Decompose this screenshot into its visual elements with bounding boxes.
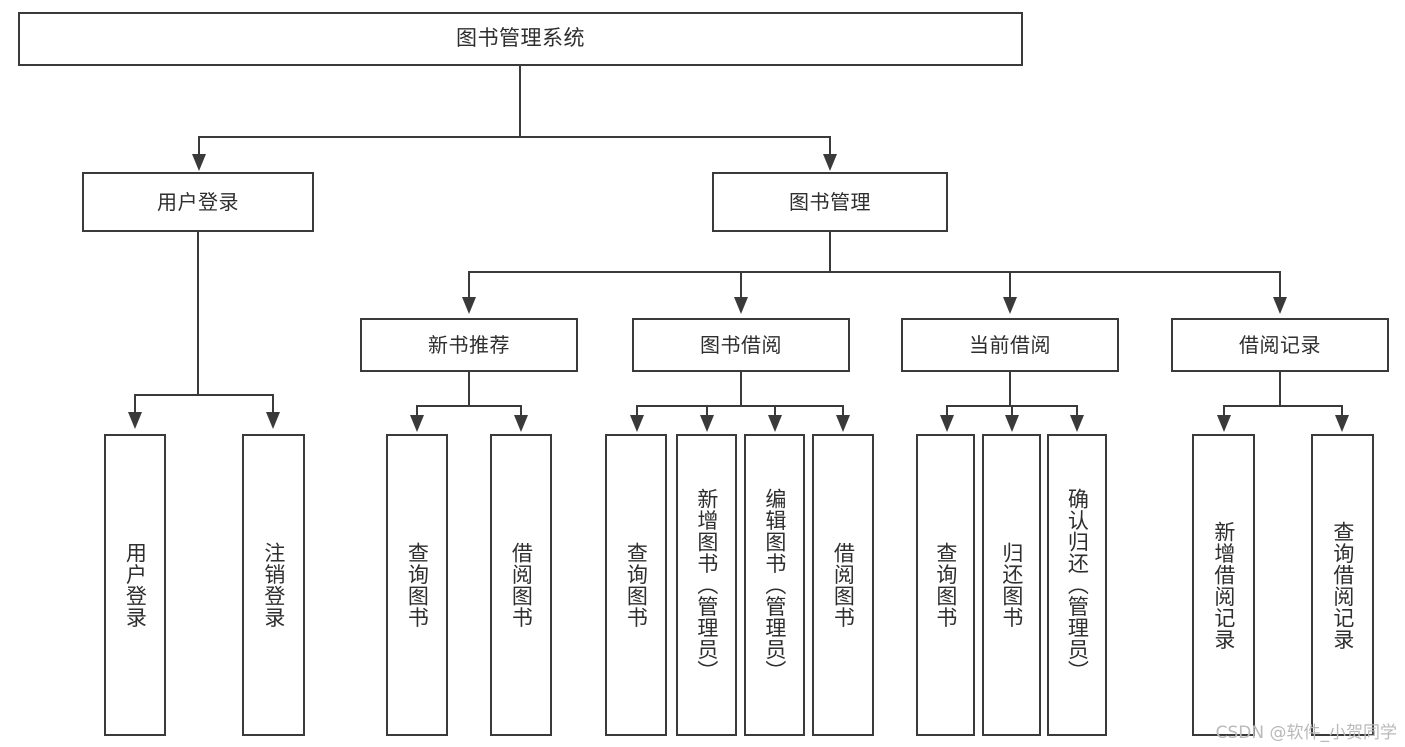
connector-book-borrow-stem [740, 372, 742, 407]
connector-book-borrow-bus [636, 405, 844, 407]
connector-current-borrow-drop-1 [946, 405, 948, 417]
leaf-new-book-borrow[interactable]: 借阅图书 [490, 434, 552, 736]
node-borrow-record[interactable]: 借阅记录 [1171, 318, 1389, 372]
arrowhead-l3-4 [1273, 297, 1287, 314]
arrowhead-borrow-record-2 [1335, 415, 1349, 432]
connector-book-manage-stem [829, 232, 831, 273]
connector-borrow-record-drop-1 [1223, 405, 1225, 417]
arrowhead-user-login-leaf-1 [128, 412, 142, 429]
connector-root-stem [519, 66, 521, 137]
arrowhead-l3-1 [462, 297, 476, 314]
connector-l3-drop-4 [1279, 271, 1281, 299]
connector-new-book-bus [416, 405, 522, 407]
leaf-book-borrow-query[interactable]: 查询图书 [605, 434, 667, 736]
leaf-current-borrow-confirm-admin[interactable]: 确认归还（管理员） [1047, 434, 1107, 736]
connector-book-borrow-drop-4 [842, 405, 844, 417]
connector-book-borrow-drop-1 [636, 405, 638, 417]
arrowhead-l3-2 [734, 297, 748, 314]
connector-new-book-drop-1 [416, 405, 418, 417]
leaf-borrow-record-query[interactable]: 查询借阅记录 [1311, 434, 1374, 736]
arrowhead-book-borrow-1 [630, 415, 644, 432]
node-user-login[interactable]: 用户登录 [82, 172, 314, 232]
leaf-book-borrow-edit-admin[interactable]: 编辑图书（管理员） [744, 434, 805, 736]
connector-l3-drop-2 [740, 271, 742, 299]
leaf-current-borrow-return[interactable]: 归还图书 [982, 434, 1041, 736]
connector-user-login-drop-1 [134, 394, 136, 414]
node-new-book-recommend[interactable]: 新书推荐 [360, 318, 578, 372]
arrowhead-book-borrow-2 [700, 415, 714, 432]
arrowhead-user-login-leaf-2 [266, 412, 280, 429]
leaf-book-borrow-add-admin[interactable]: 新增图书（管理员） [676, 434, 737, 736]
connector-borrow-record-stem [1279, 372, 1281, 407]
connector-borrow-record-bus [1223, 405, 1343, 407]
arrowhead-new-book-2 [514, 415, 528, 432]
connector-root-bus [198, 136, 831, 138]
arrowhead-book-borrow-3 [768, 415, 782, 432]
connector-user-login-bus [134, 394, 274, 396]
node-root-system[interactable]: 图书管理系统 [18, 12, 1023, 66]
connector-user-login-drop-2 [272, 394, 274, 414]
connector-book-borrow-drop-2 [706, 405, 708, 417]
connector-new-book-drop-2 [520, 405, 522, 417]
connector-current-borrow-stem [1009, 372, 1011, 407]
leaf-book-borrow-borrow[interactable]: 借阅图书 [812, 434, 874, 736]
connector-current-borrow-drop-2 [1011, 405, 1013, 417]
connector-new-book-stem [468, 372, 470, 407]
arrowhead-new-book-1 [410, 415, 424, 432]
arrowhead-l3-3 [1003, 297, 1017, 314]
node-current-borrow[interactable]: 当前借阅 [901, 318, 1119, 372]
arrowhead-current-borrow-3 [1070, 415, 1084, 432]
connector-book-borrow-drop-3 [774, 405, 776, 417]
connector-root-drop-right [829, 136, 831, 156]
arrowhead-to-book-manage [823, 154, 837, 171]
leaf-user-login-logout[interactable]: 注销登录 [242, 434, 305, 736]
node-book-management[interactable]: 图书管理 [712, 172, 948, 232]
connector-root-drop-left [198, 136, 200, 156]
arrowhead-current-borrow-2 [1005, 415, 1019, 432]
connector-current-borrow-drop-3 [1076, 405, 1078, 417]
leaf-borrow-record-add[interactable]: 新增借阅记录 [1192, 434, 1255, 736]
node-book-borrow[interactable]: 图书借阅 [632, 318, 850, 372]
connector-book-manage-bus [468, 271, 1281, 273]
leaf-current-borrow-query[interactable]: 查询图书 [916, 434, 975, 736]
connector-borrow-record-drop-2 [1341, 405, 1343, 417]
connector-l3-drop-3 [1009, 271, 1011, 299]
leaf-new-book-query[interactable]: 查询图书 [386, 434, 448, 736]
connector-user-login-stem [197, 232, 199, 396]
connector-l3-drop-1 [468, 271, 470, 299]
arrowhead-current-borrow-1 [940, 415, 954, 432]
leaf-user-login-login[interactable]: 用户登录 [104, 434, 166, 736]
arrowhead-to-user-login [192, 154, 206, 171]
arrowhead-book-borrow-4 [836, 415, 850, 432]
arrowhead-borrow-record-1 [1217, 415, 1231, 432]
